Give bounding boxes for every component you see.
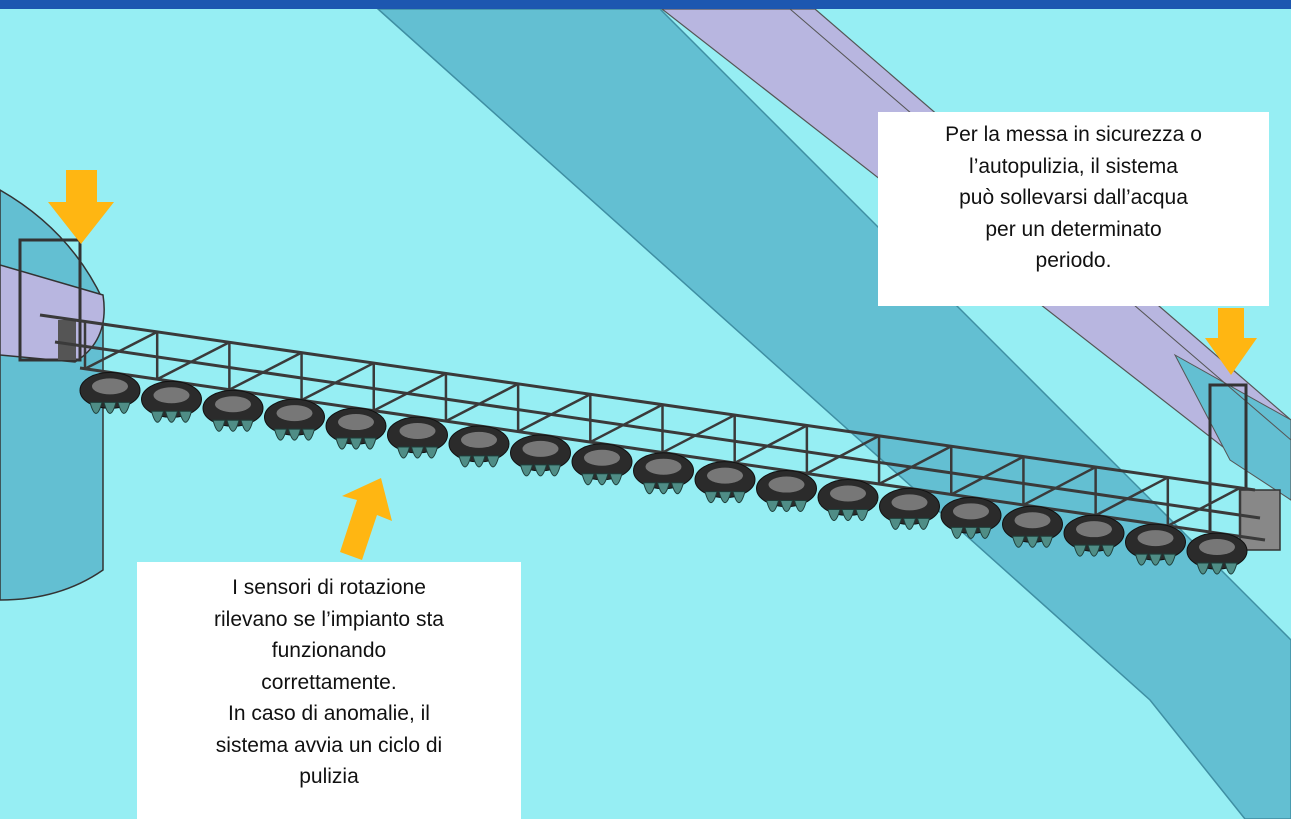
paddle-wheel [940, 496, 1002, 539]
paddle-wheel [633, 452, 694, 495]
truss-diagonal [84, 330, 158, 370]
truss-diagonal [1167, 486, 1241, 527]
channel-floor-band [376, 9, 1291, 819]
callout-sensors-line: pulizia [299, 765, 359, 788]
callout-lift-line: Per la messa in sicurezza o [945, 123, 1202, 146]
paddle-wheel [141, 380, 202, 423]
truss-verticals [83, 321, 1242, 537]
paddle-wheel [571, 443, 633, 486]
truss-diagonal [806, 434, 880, 475]
callout-lift-line: l’autopulizia, il sistema [969, 154, 1178, 178]
paddle-wheel [202, 389, 264, 432]
truss-diagonal [1022, 465, 1097, 507]
callout-sensors-line: I sensori di rotazione [232, 576, 426, 599]
paddle-wheel [694, 461, 756, 504]
callout-lift: Per la messa in sicurezza o l’autopulizi… [878, 112, 1269, 306]
paddle-wheel [79, 371, 141, 414]
callout-sensors-line: rilevano se l’impianto sta [214, 607, 444, 631]
callout-lift-line: periodo. [1035, 249, 1112, 272]
truss-diagonal [373, 372, 447, 412]
paddle-wheel [510, 434, 571, 477]
truss-diagonal [734, 424, 808, 465]
truss-diagonal [445, 382, 519, 423]
paddle-wheel [448, 425, 510, 468]
callout-sensors: I sensori di rotazione rilevano se l’imp… [137, 562, 521, 819]
callout-sensors-line: funzionando [271, 639, 387, 662]
callout-sensors-line: sistema avvia un ciclo di [215, 733, 443, 757]
paddle-wheel [817, 478, 879, 521]
truss-diagonal [156, 341, 230, 381]
paddle-wheel [756, 470, 817, 513]
paddle-wheel [325, 407, 387, 450]
callout-sensors-line: correttamente. [261, 670, 397, 694]
truss-diagonal [589, 403, 664, 444]
callout-lift-line: per un determinato [985, 217, 1162, 241]
wheel-row [79, 371, 1248, 575]
truss-diagonal [878, 445, 952, 486]
paddle-wheel [1002, 505, 1063, 548]
callout-lift-line: può sollevarsi dall’acqua [959, 186, 1188, 209]
header-bar [0, 0, 1291, 9]
paddle-wheel [879, 487, 940, 530]
paddle-wheel [1063, 514, 1125, 557]
left-pier-top [0, 264, 105, 363]
right-wall-strip [1173, 353, 1291, 501]
paddle-wheel [387, 416, 448, 459]
arrow-down-right-icon [1205, 308, 1257, 375]
truss-diagonal [950, 455, 1025, 496]
callout-sensors-line: In caso di anomalie, il [228, 702, 430, 725]
paddle-wheel [1186, 532, 1248, 575]
paddle-wheel [1125, 523, 1186, 566]
arrow-up-diagonal-icon [340, 478, 392, 560]
paddle-wheel [264, 398, 325, 441]
channel-diagram [0, 9, 1291, 819]
arrow-down-left-icon [48, 170, 114, 244]
truss-diagonal [228, 351, 303, 391]
truss-diagonal [661, 413, 736, 454]
truss-diagonal [1095, 476, 1169, 517]
truss-diagonal [517, 393, 591, 433]
truss-diagonal [300, 361, 375, 402]
